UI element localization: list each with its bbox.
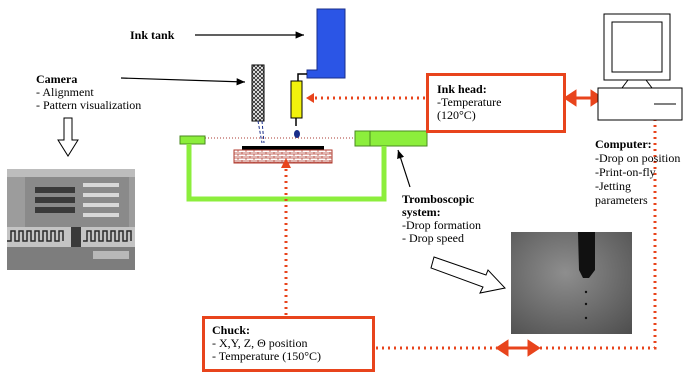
stroboscopic-item: -Drop formation	[402, 218, 481, 232]
stroboscopic-arrow	[397, 149, 411, 188]
camera-shape	[251, 64, 265, 122]
drop-photo	[511, 232, 632, 334]
stroboscopic-camera	[354, 130, 428, 147]
ink-head-box	[426, 73, 566, 133]
substrate	[242, 146, 324, 150]
drop-photo-image	[511, 232, 632, 334]
computer-item: -Print-on-fly	[595, 165, 656, 179]
stroboscopic-label: Tromboscopic system: -Drop formation - D…	[402, 193, 481, 245]
ink-head-item: (120°C)	[437, 108, 476, 122]
computer-shape	[597, 13, 683, 121]
chuck-label: Chuck: - X,Y, Z, Θ position - Temperatur…	[212, 324, 321, 363]
stroboscopic-item: - Drop speed	[402, 231, 464, 245]
camera-item: - Pattern visualization	[36, 98, 142, 112]
chuck-item: - X,Y, Z, Θ position	[212, 336, 308, 350]
chuck-title: Chuck:	[212, 323, 251, 337]
chuck-item: - Temperature (150°C)	[212, 349, 322, 363]
camera-label: Camera - Alignment - Pattern visualizati…	[36, 73, 141, 112]
pattern-photo	[7, 169, 135, 270]
computer-item: parameters	[595, 193, 648, 207]
ink-tank-label: Ink tank	[130, 28, 175, 42]
chuck-box	[202, 316, 375, 372]
ink-head-shape	[290, 80, 303, 119]
stroboscopic-title: Tromboscopic	[402, 192, 475, 206]
ink-feed-line	[297, 73, 307, 82]
camera-arrow	[120, 77, 246, 86]
computer-item: -Jetting	[595, 179, 631, 193]
ink-head-title: Ink head:	[437, 82, 487, 96]
ink-tank-shape	[306, 8, 346, 79]
camera-item: - Alignment	[36, 85, 94, 99]
pattern-photo-image	[7, 169, 135, 270]
stroboscopic-title: system:	[402, 205, 441, 219]
ink-head-label: Ink head: -Temperature (120°C)	[437, 83, 501, 122]
ink-head-item: -Temperature	[437, 95, 502, 109]
computer-label: Computer: -Drop on position -Print-on-fl…	[595, 137, 680, 207]
camera-hollow-arrow	[57, 117, 79, 157]
ink-drop	[294, 130, 300, 138]
camera-title: Camera	[36, 72, 78, 86]
frame-left-pad	[179, 135, 206, 145]
stroboscopic-hollow-arrow	[430, 256, 506, 294]
chuck-shape	[233, 149, 333, 164]
computer-item: -Drop on position	[595, 151, 681, 165]
computer-title: Computer:	[595, 137, 652, 151]
